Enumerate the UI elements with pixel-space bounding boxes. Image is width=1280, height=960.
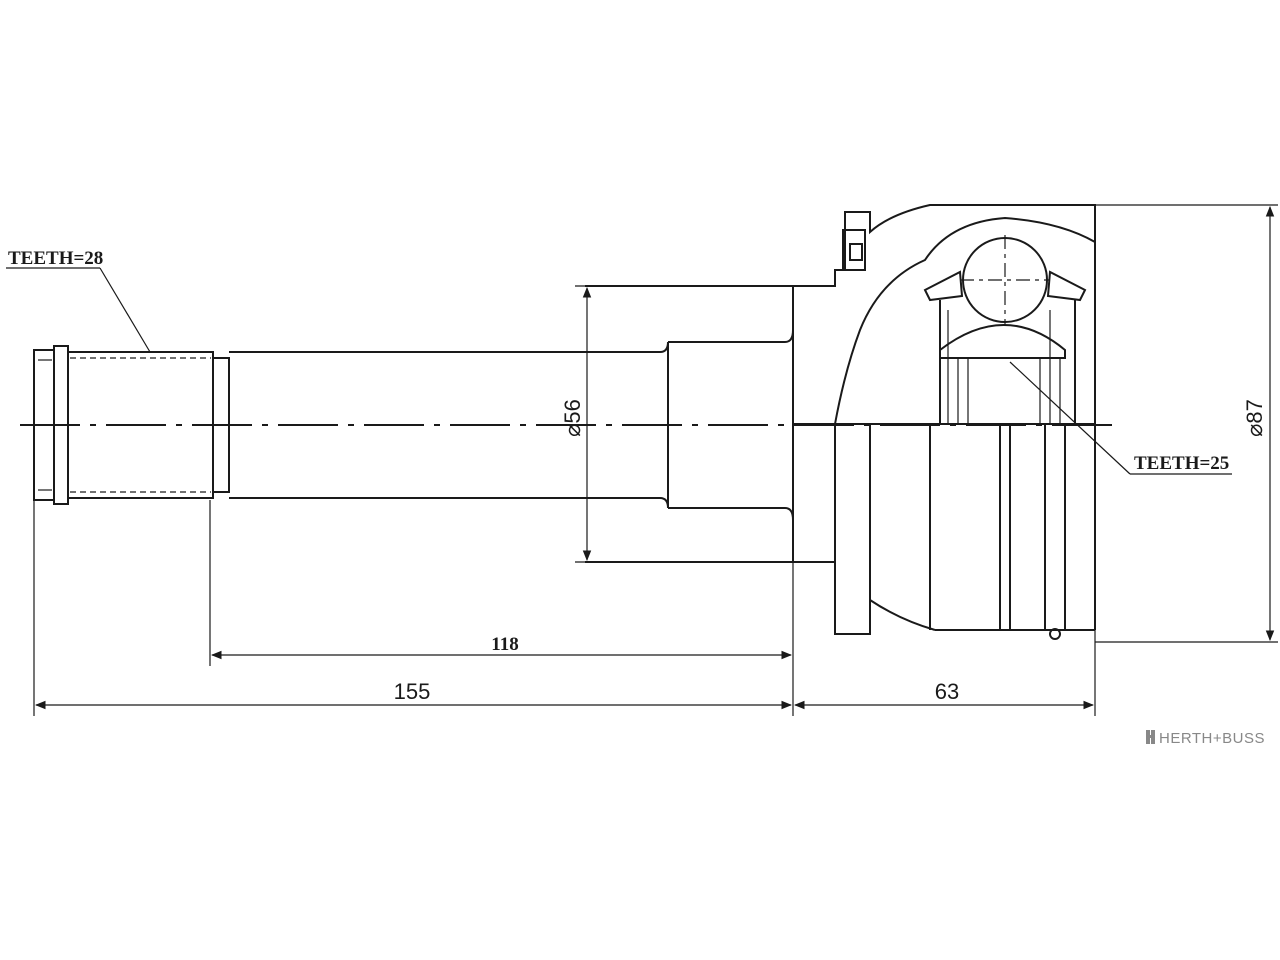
teeth-25-annotation: TEETH=25 — [1009, 361, 1232, 475]
dim-87-label: ⌀87 — [1242, 399, 1267, 437]
joint-outer-profile — [869, 205, 1096, 640]
teeth-28-label: TEETH=28 — [8, 248, 103, 269]
dim-63-label: 63 — [935, 679, 959, 704]
collar — [585, 285, 871, 635]
brand-mark: HERTH+BUSS — [1146, 730, 1265, 747]
ball-cage — [923, 235, 1087, 424]
teeth-28-annotation: TEETH=28 — [6, 248, 151, 353]
brand-name: HERTH+BUSS — [1159, 730, 1265, 747]
spline-shaft-end — [33, 345, 230, 505]
joint-housing-section — [792, 204, 1096, 425]
dim-155-label: 155 — [394, 679, 431, 704]
teeth-25-label: TEETH=25 — [1134, 453, 1229, 474]
dim-56-label: ⌀56 — [560, 399, 585, 437]
dim-118-label: 118 — [491, 634, 518, 655]
hb-logo-icon — [1146, 730, 1155, 744]
